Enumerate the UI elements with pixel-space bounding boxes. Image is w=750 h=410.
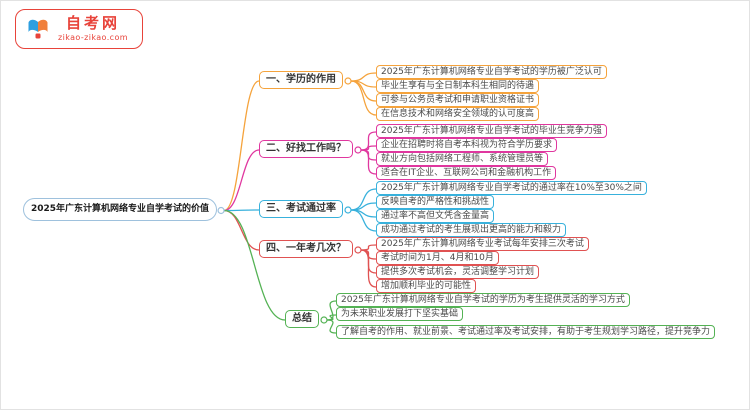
- zikao-logo: 自考网 zikao-zikao.com: [15, 9, 143, 49]
- leaf-node: 了解自考的作用、就业前景、考试通过率及考试安排，有助于考生规划学习路径，提升竞争…: [336, 325, 716, 339]
- leaf-node: 提供多次考试机会，灵活调整学习计划: [376, 265, 540, 279]
- logo-site-url: zikao-zikao.com: [58, 33, 128, 42]
- leaf-node: 就业方向包括网络工程师、系统管理员等: [376, 152, 549, 166]
- leaf-node: 反映自考的严格性和挑战性: [376, 195, 495, 209]
- leaf-node: 毕业生享有与全日制本科生相同的待遇: [376, 79, 540, 93]
- logo-text-block: 自考网 zikao-zikao.com: [58, 15, 128, 43]
- leaf-node: 增加顺利毕业的可能性: [376, 279, 477, 293]
- leaf-node: 适合在IT企业、互联网公司和金融机构工作: [376, 166, 557, 180]
- leaf-node: 2025年广东计算机网络专业自学考试的毕业生竞争力强: [376, 124, 607, 138]
- leaf-node: 2025年广东计算机网络专业自学考试的学历被广泛认可: [376, 65, 607, 79]
- branch-node-summary: 总结: [285, 310, 319, 328]
- leaf-node: 考试时间为1月、4月和10月: [376, 251, 499, 265]
- leaf-node: 2025年广东计算机网络专业自学考试的通过率在10%至30%之间: [376, 181, 647, 195]
- leaf-node: 为未来职业发展打下坚实基础: [336, 307, 464, 321]
- logo-site-name: 自考网: [65, 14, 120, 32]
- branch-node-pass-rate: 三、考试通过率: [259, 200, 343, 218]
- central-topic-node: 2025年广东计算机网络专业自学考试的价值: [23, 198, 218, 221]
- branch-node-degree-value: 一、学历的作用: [259, 71, 343, 89]
- leaf-node: 可参与公务员考试和申请职业资格证书: [376, 93, 540, 107]
- leaf-node: 通过率不高但文凭含金量高: [376, 209, 495, 223]
- leaf-node: 2025年广东计算机网络专业考试每年安排三次考试: [376, 237, 589, 251]
- leaf-node: 成功通过考试的考生展现出更高的能力和毅力: [376, 223, 567, 237]
- branch-node-employment: 二、好找工作吗？: [259, 140, 353, 158]
- leaf-node: 企业在招聘时将自考本科视为符合学历要求: [376, 138, 558, 152]
- zikao-logo-icon: [28, 19, 48, 39]
- leaf-node: 在信息技术和网络安全领域的认可度高: [376, 107, 540, 121]
- leaf-node: 2025年广东计算机网络专业自学考试的学历为考生提供灵活的学习方式: [336, 293, 630, 307]
- branch-node-exam-frequency: 四、一年考几次？: [259, 240, 353, 258]
